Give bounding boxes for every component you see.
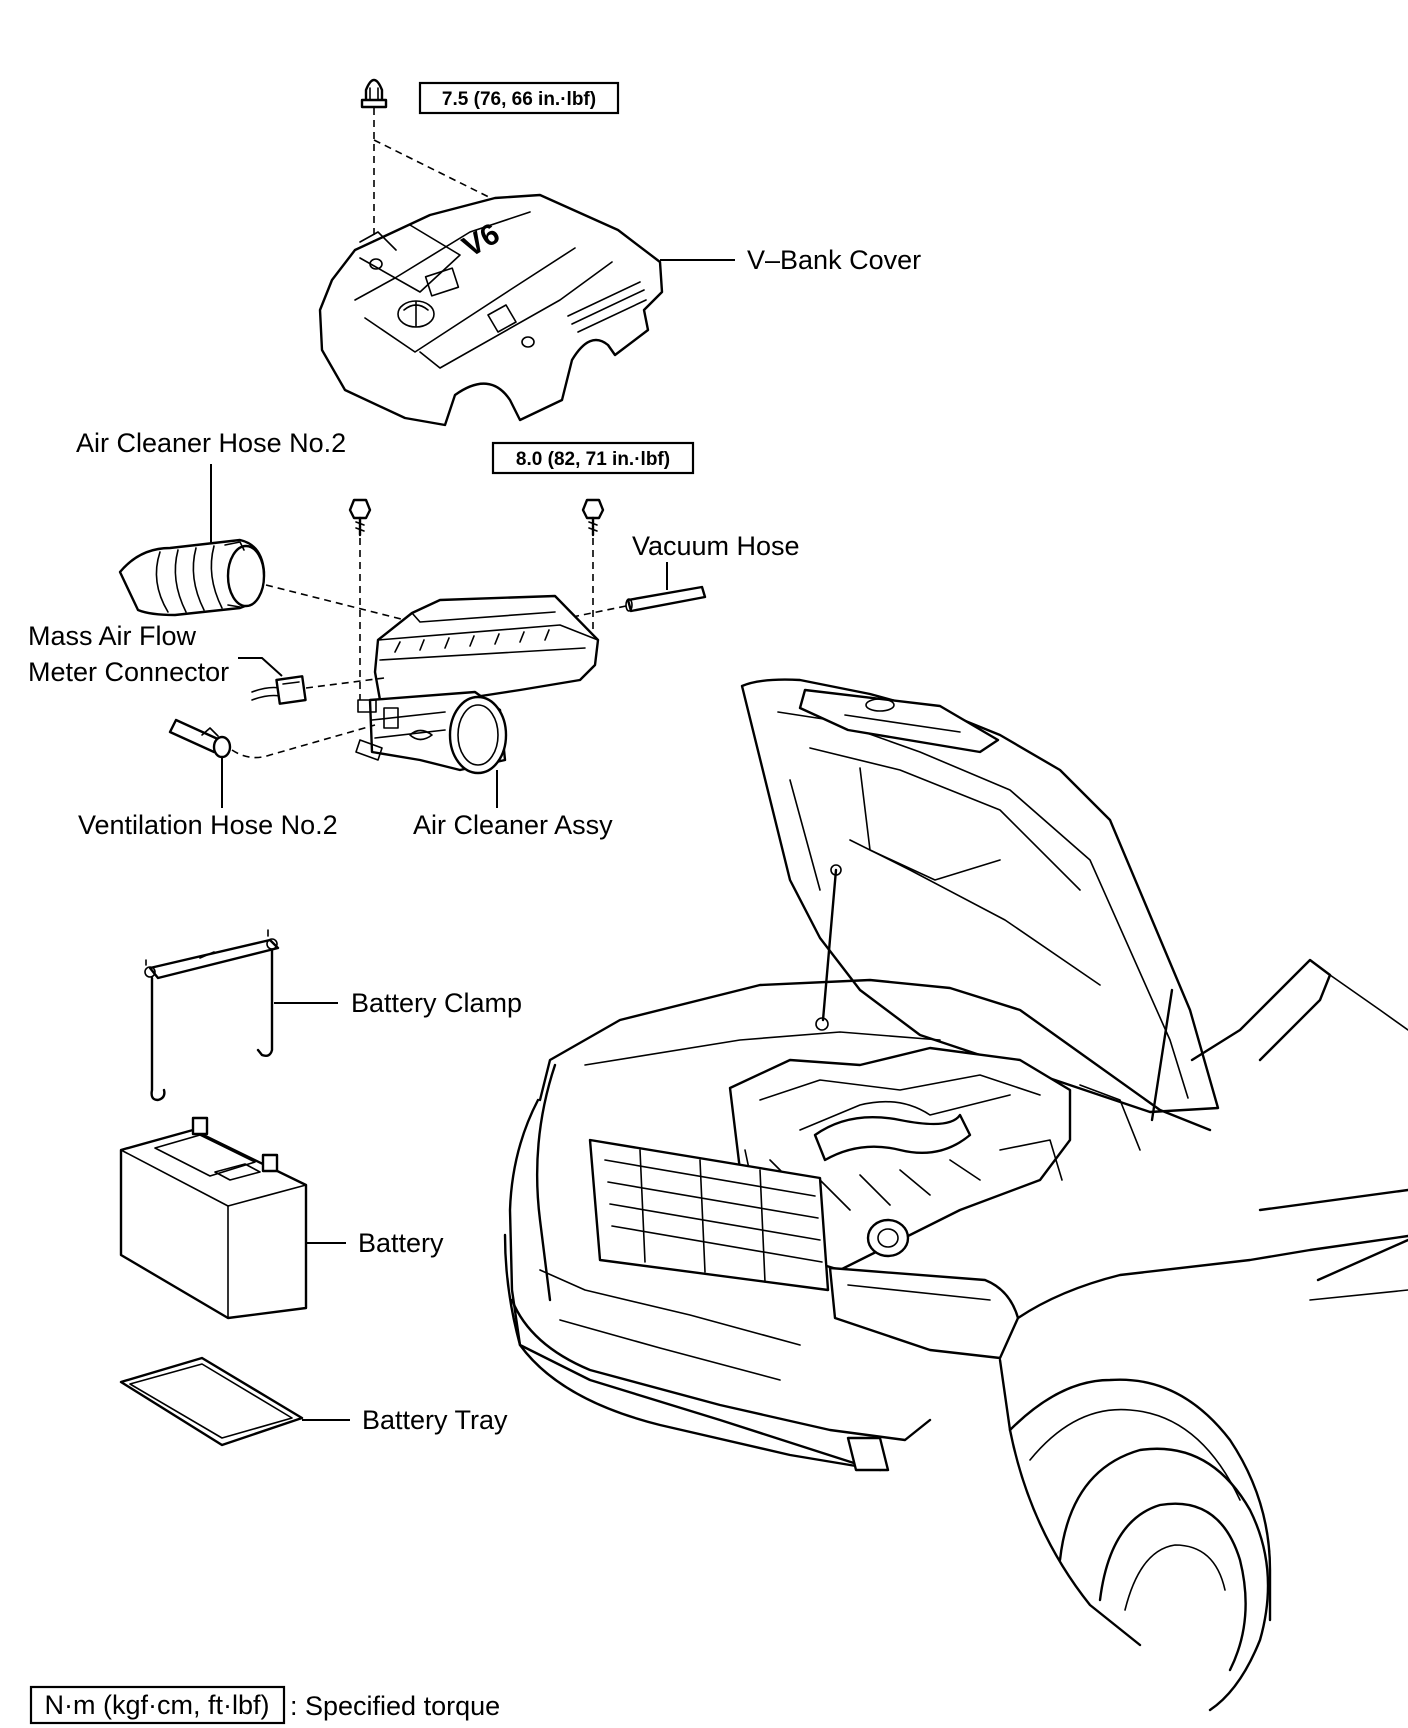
- torque-legend: N·m (kgf·cm, ft·lbf) : Specified torque: [29, 1685, 500, 1725]
- label-air-cleaner-hose: Air Cleaner Hose No.2: [76, 428, 346, 458]
- air-cleaner-assy-part: [355, 594, 600, 775]
- label-battery: Battery: [358, 1228, 444, 1258]
- vacuum-hose-part: [625, 585, 707, 613]
- torque-box-air-cleaner: 8.0 (82, 71 in.·lbf): [491, 441, 695, 475]
- bolt-right-icon: [581, 498, 605, 537]
- torque-value-vbank: 7.5 (76, 66 in.·lbf): [442, 89, 596, 110]
- label-battery-tray: Battery Tray: [362, 1405, 508, 1435]
- label-vacuum-hose: Vacuum Hose: [632, 531, 800, 561]
- label-maf-line1: Mass Air Flow: [28, 621, 197, 651]
- battery-tray-part: [119, 1356, 304, 1447]
- battery-clamp-part: [144, 929, 280, 1102]
- label-battery-clamp: Battery Clamp: [351, 988, 522, 1018]
- label-air-cleaner-assy: Air Cleaner Assy: [413, 810, 613, 840]
- torque-value-air-cleaner: 8.0 (82, 71 in.·lbf): [516, 449, 670, 470]
- maf-connector-part: [251, 675, 307, 705]
- air-cleaner-hose-part: [118, 538, 266, 617]
- legend-description: : Specified torque: [290, 1691, 500, 1721]
- label-ventilation-hose: Ventilation Hose No.2: [78, 810, 338, 840]
- torque-box-vbank: 7.5 (76, 66 in.·lbf): [418, 81, 620, 115]
- label-vbank-cover: V–Bank Cover: [747, 245, 921, 275]
- legend-unit-box: N·m (kgf·cm, ft·lbf): [45, 1690, 270, 1720]
- vehicle-illustration: [503, 678, 1408, 1712]
- bolt-left-icon: [348, 498, 372, 537]
- label-maf-line2: Meter Connector: [28, 657, 229, 687]
- vbank-cover-part: V6: [318, 193, 664, 427]
- ventilation-hose-part: [168, 718, 232, 759]
- vbank-nut-icon: [360, 78, 388, 109]
- battery-part: [119, 1116, 308, 1320]
